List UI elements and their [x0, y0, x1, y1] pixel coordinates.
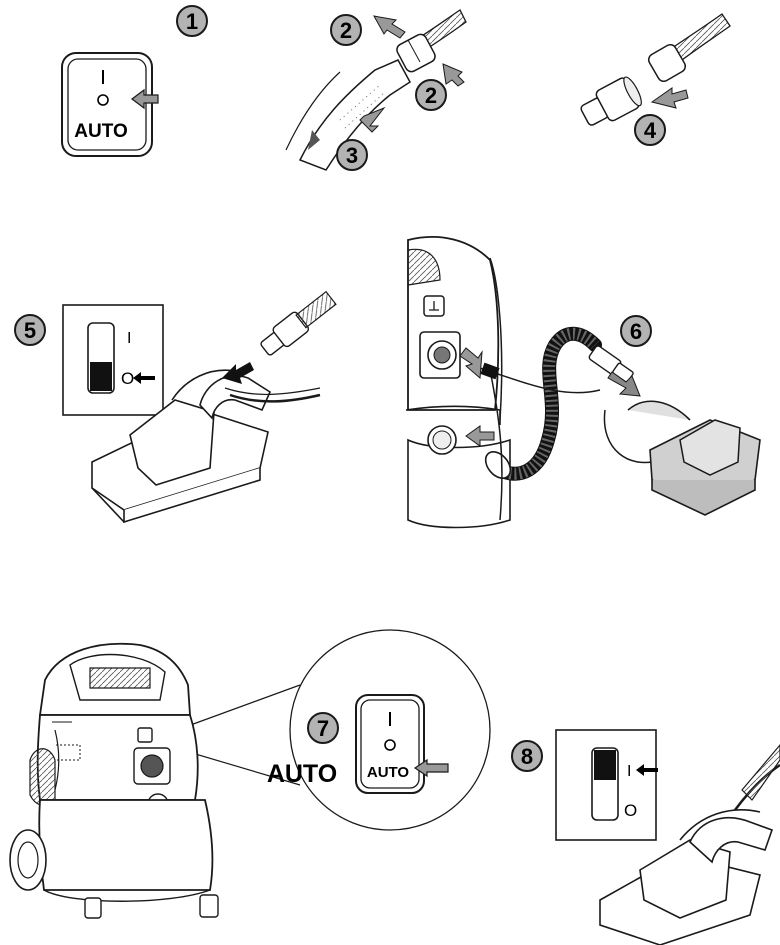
auto-label: AUTO — [74, 121, 127, 142]
step-number: 1 — [186, 9, 198, 34]
off-symbol: O — [624, 801, 637, 820]
arrow-icon — [652, 88, 688, 108]
panel-step-2-3: 2 2 3 — [286, 10, 466, 170]
panel-step-5: 5 I O — [15, 289, 338, 522]
panel-step-1: 1 AUTO — [62, 6, 207, 156]
step-number: 2 — [425, 83, 437, 108]
panel-step-4: 4 — [577, 14, 730, 145]
step-number: 2 — [340, 18, 352, 43]
off-symbol: O — [121, 369, 134, 388]
arrow-icon — [443, 64, 464, 86]
auto-side-label: AUTO — [267, 760, 337, 788]
arrow-icon — [466, 426, 494, 446]
panel-step-6: 6 — [406, 237, 760, 528]
step-number: 3 — [346, 143, 358, 168]
panel-step-8: 8 I O — [512, 730, 780, 945]
panel-step-7: 7 AUTO AUTO — [10, 630, 490, 918]
vacuum-cleaner — [10, 644, 218, 918]
arrow-icon — [374, 16, 405, 38]
on-symbol: I — [127, 330, 131, 347]
step-number: 4 — [644, 118, 657, 143]
on-symbol: I — [627, 763, 631, 780]
auto-label: AUTO — [367, 764, 410, 781]
step-number: 5 — [24, 318, 36, 343]
step-number: 6 — [630, 319, 642, 344]
step-number: 7 — [317, 716, 329, 741]
step-number: 8 — [521, 744, 533, 769]
